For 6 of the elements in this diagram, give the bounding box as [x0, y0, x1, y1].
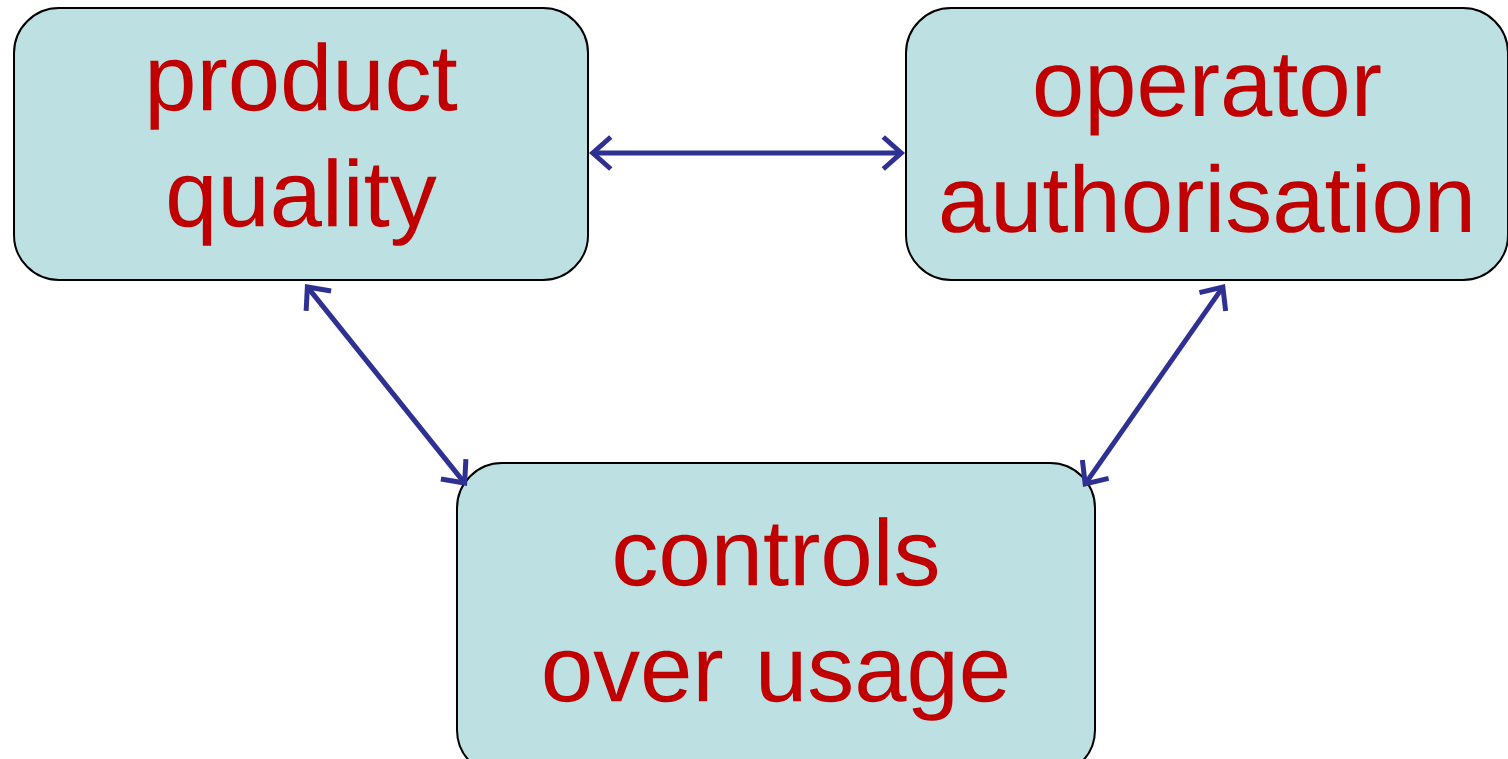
process-box: product quality [13, 7, 589, 281]
double-arrow [1079, 284, 1229, 487]
double-arrow [303, 284, 469, 486]
double-arrow [589, 135, 905, 171]
process-box: controls over usage [456, 462, 1096, 759]
process-box: operator authorisation [905, 7, 1508, 281]
